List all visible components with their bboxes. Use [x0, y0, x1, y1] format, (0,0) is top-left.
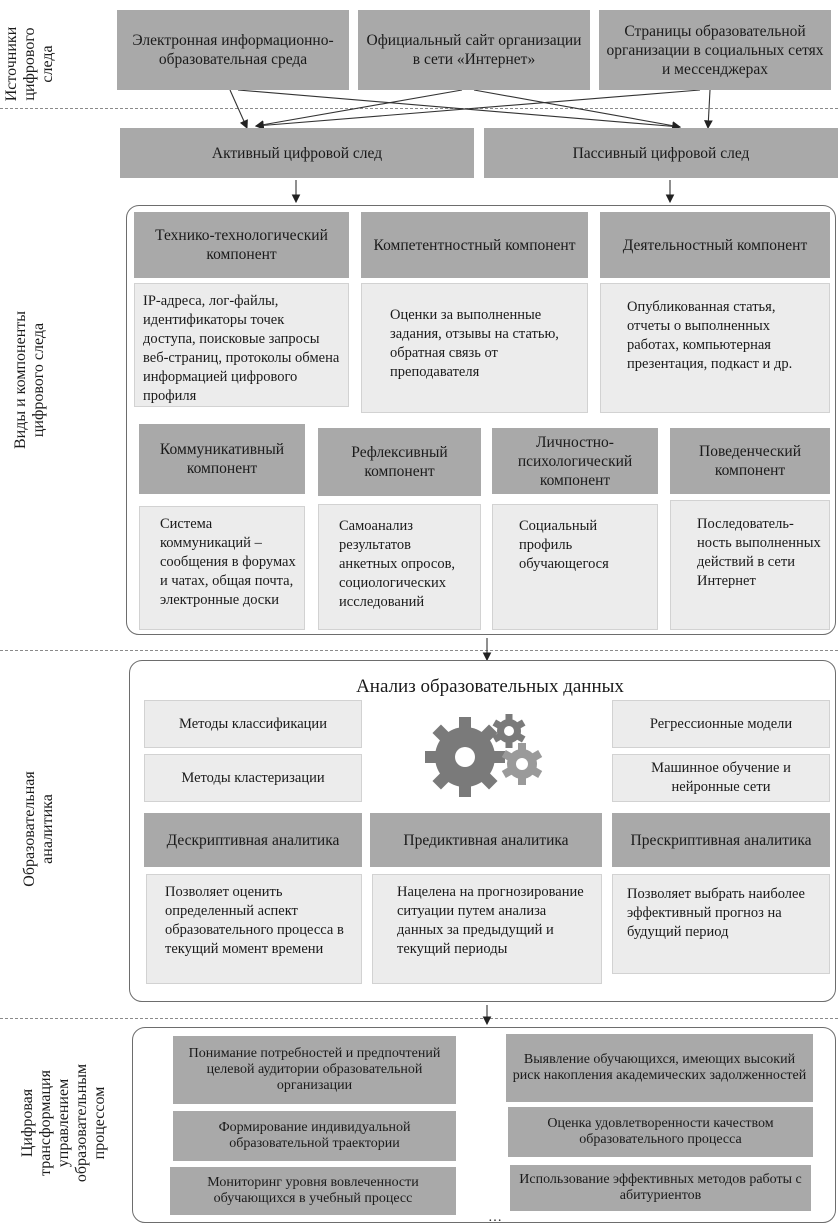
predictive-analytics-title: Предиктивная аналитика: [370, 813, 602, 867]
component-reflexive-desc: Самоанализ результатов анкетных опросов,…: [318, 504, 481, 630]
active-trace-box: Активный цифровой след: [120, 128, 474, 178]
prescriptive-analytics-title: Прескриптивная аналитика: [612, 813, 830, 867]
component-behavioral-desc: Последователь-ность выполненных действий…: [670, 500, 830, 630]
component-behavioral-title: Поведенческий компонент: [670, 428, 830, 494]
separator-line: [0, 108, 838, 109]
descriptive-analytics-title: Дескриптивная аналитика: [144, 813, 362, 867]
source-social-pages: Страницы образовательной организации в с…: [599, 10, 831, 90]
source-official-site: Официальный сайт организации в сети «Инт…: [358, 10, 590, 90]
component-competence-title: Компетентностный компонент: [361, 212, 588, 278]
predictive-analytics-desc: Нацелена на прогнозирование ситуации пут…: [372, 874, 602, 984]
ellipsis-more: …: [488, 1210, 502, 1225]
prescriptive-analytics-desc: Позволяет выбрать наиболее эффективный п…: [612, 874, 830, 974]
descriptive-analytics-desc: Позволяет оценить определенный аспект об…: [146, 874, 362, 984]
component-personal-desc: Социальный профиль обучающегося: [492, 504, 658, 630]
component-personal-title: Личностно-психологический компонент: [492, 428, 658, 494]
component-technical-desc: IP-адреса, лог-файлы, идентификаторы точ…: [134, 283, 349, 407]
method-machine-learning: Машинное обучение и нейронные сети: [612, 754, 830, 802]
component-activity-desc: Опубликованная статья, отчеты о выполнен…: [600, 283, 830, 413]
goal-applicants-methods: Использование эффективных методов работы…: [510, 1165, 811, 1211]
method-regression: Регрессионные модели: [612, 700, 830, 748]
passive-trace-box: Пассивный цифровой след: [484, 128, 838, 178]
goal-individual-trajectory: Формирование индивидуальной образователь…: [173, 1111, 456, 1161]
component-technical-title: Технико-технологический компонент: [134, 212, 349, 278]
goal-audience-needs: Понимание потребностей и предпочтений це…: [173, 1036, 456, 1104]
source-eios: Электронная информационно-образовательна…: [117, 10, 349, 90]
component-communicative-desc: Система коммуникаций – сообщения в форум…: [139, 506, 305, 630]
component-activity-title: Деятельностный компонент: [600, 212, 830, 278]
method-classification: Методы классификации: [144, 700, 362, 748]
goal-engagement-monitoring: Мониторинг уровня вовлеченности обучающи…: [170, 1167, 456, 1215]
goal-satisfaction: Оценка удовлетворенности качеством образ…: [508, 1107, 813, 1157]
method-clustering: Методы кластеризации: [144, 754, 362, 802]
separator-line: [0, 650, 838, 651]
analytics-title: Анализ образовательных данных: [356, 676, 624, 697]
component-competence-desc: Оценки за выполненные задания, отзывы на…: [361, 283, 588, 413]
goal-risk-students: Выявление обучающихся, имеющих высокий р…: [506, 1034, 813, 1102]
separator-line: [0, 1018, 838, 1019]
component-communicative-title: Коммуникативный компонент: [139, 424, 305, 494]
component-reflexive-title: Рефлексивный компонент: [318, 428, 481, 496]
